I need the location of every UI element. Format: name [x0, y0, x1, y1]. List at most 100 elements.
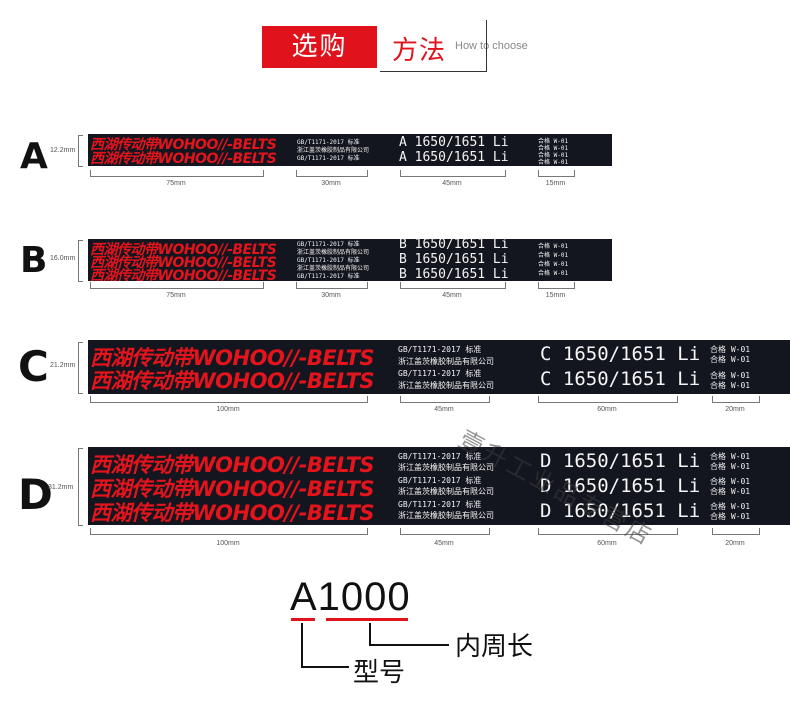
standard-text: GB/T1171-2017 标准 — [297, 273, 360, 280]
dim-bracket — [296, 170, 368, 177]
standard-text: GB/T1171-2017 标准 — [398, 452, 482, 461]
standard-text: GB/T1171-2017 标准 — [297, 241, 360, 248]
height-bracket — [78, 240, 83, 282]
header-title-badge: 选购 — [262, 26, 377, 68]
qc-mark: 合格 W-01 — [538, 261, 569, 268]
dim-bracket — [400, 282, 506, 289]
dim-bracket — [296, 282, 368, 289]
qc-mark: 合格 W-01 — [538, 152, 569, 159]
brand-text: 西湖传动带WOHOO//-BELTS — [90, 151, 277, 166]
belt-code: D 1650/1651 Li — [540, 450, 701, 472]
brand-text: 西湖传动带WOHOO//-BELTS — [90, 369, 375, 393]
standard-text: GB/T1171-2017 标准 — [297, 155, 360, 162]
brand-text: 西湖传动带WOHOO//-BELTS — [90, 346, 375, 370]
length-underline — [326, 618, 408, 621]
dim-bracket — [90, 528, 368, 535]
dim-bracket — [538, 170, 575, 177]
dim-bracket — [400, 170, 506, 177]
type-leader-h — [301, 666, 349, 668]
type-leader-v — [301, 623, 303, 667]
standard-text: GB/T1171-2017 标准 — [398, 500, 482, 509]
qc-mark: 合格 W-01 — [710, 502, 751, 511]
standard-text: GB/T1171-2017 标准 — [398, 476, 482, 485]
brand-text: 西湖传动带WOHOO//-BELTS — [90, 453, 375, 477]
dim-label: 15mm — [545, 180, 566, 187]
qc-mark: 合格 W-01 — [538, 138, 569, 145]
dim-label: 60mm — [597, 406, 617, 413]
qc-mark: 合格 W-01 — [710, 355, 751, 364]
dim-label: 100mm — [216, 406, 240, 413]
qc-mark: 合格 W-01 — [710, 345, 751, 354]
brand-text: 西湖传动带WOHOO//-BELTS — [90, 477, 375, 501]
qc-mark: 合格 W-01 — [710, 512, 751, 521]
qc-mark: 合格 W-01 — [710, 487, 751, 496]
type-underline — [291, 618, 315, 621]
header-subtitle: How to choose — [455, 40, 528, 52]
length-label: 内周长 — [455, 632, 534, 662]
belt-code: B 1650/1651 Li — [399, 252, 509, 267]
dim-label: 15mm — [545, 292, 566, 299]
belt-code: C 1650/1651 Li — [540, 368, 701, 390]
qc-mark: 合格 W-01 — [538, 145, 569, 152]
qc-mark: 合格 W-01 — [538, 243, 569, 250]
dim-bracket — [90, 282, 264, 289]
qc-mark: 合格 W-01 — [710, 452, 751, 461]
standard-text: 浙江盖茨橡胶制品有限公司 — [398, 381, 494, 390]
belt-code: B 1650/1651 Li — [399, 239, 509, 252]
dim-label: 45mm — [442, 180, 462, 187]
belt-code: D 1650/1651 Li — [540, 475, 701, 497]
qc-mark: 合格 W-01 — [538, 159, 569, 166]
belt-strip: 西湖传动带WOHOO//-BELTS 西湖传动带WOHOO//-BELTS 西湖… — [88, 447, 790, 525]
dim-label: 45mm — [434, 406, 454, 413]
dim-label: 30mm — [321, 292, 341, 299]
qc-mark: 合格 W-01 — [710, 381, 751, 390]
dim-label: 45mm — [434, 540, 454, 547]
belt-strip: 西湖传动带WOHOO//-BELTS 西湖传动带WOHOO//-BELTS 西湖… — [88, 239, 612, 281]
row-letter: D — [18, 470, 53, 519]
belt-code: D 1650/1651 Li — [540, 500, 701, 522]
qc-mark: 合格 W-01 — [538, 270, 569, 277]
brand-text: 西湖传动带WOHOO//-BELTS — [90, 501, 375, 525]
type-label: 型号 — [353, 658, 406, 688]
dim-label: 20mm — [725, 406, 745, 413]
belt-code: B 1650/1651 Li — [399, 267, 509, 281]
dim-label: 30mm — [321, 180, 341, 187]
dim-bracket — [90, 396, 368, 403]
dim-bracket — [538, 396, 678, 403]
dim-label: 75mm — [166, 180, 186, 187]
qc-mark: 合格 W-01 — [710, 477, 751, 486]
brand-text: 西湖传动带WOHOO//-BELTS — [90, 255, 277, 271]
height-bracket — [78, 448, 83, 526]
dim-label: 75mm — [166, 292, 186, 299]
dim-label: 60mm — [597, 540, 617, 547]
brand-text: 西湖传动带WOHOO//-BELTS — [90, 242, 277, 258]
standard-text: 浙江盖茨橡胶制品有限公司 — [398, 511, 494, 520]
dim-label: 45mm — [442, 292, 462, 299]
standard-text: GB/T1171-2017 标准 — [297, 257, 360, 264]
standard-text: 浙江盖茨橡胶制品有限公司 — [297, 265, 370, 272]
row-height: 12.2mm — [50, 147, 76, 154]
height-bracket — [78, 135, 83, 167]
brand-text: 西湖传动带WOHOO//-BELTS — [90, 137, 277, 153]
belt-code: A 1650/1651 Li — [399, 150, 509, 165]
brand-text: 西湖传动带WOHOO//-BELTS — [90, 268, 277, 281]
row-letter: C — [18, 342, 49, 391]
dim-bracket — [538, 528, 678, 535]
standard-text: GB/T1171-2017 标准 — [398, 369, 482, 378]
belt-strip: 西湖传动带WOHOO//-BELTS 西湖传动带WOHOO//-BELTS GB… — [88, 340, 790, 394]
dim-bracket — [400, 528, 490, 535]
dim-bracket — [712, 528, 760, 535]
row-height: 16.0mm — [50, 255, 76, 262]
header-title: 方法 — [392, 36, 447, 66]
dim-label: 100mm — [216, 540, 240, 547]
length-leader-h — [369, 644, 449, 646]
row-height: 31.2mm — [48, 484, 74, 491]
model-example: A1000 — [290, 575, 411, 619]
standard-text: GB/T1171-2017 标准 — [297, 139, 360, 146]
standard-text: 浙江盖茨橡胶制品有限公司 — [297, 147, 370, 154]
qc-mark: 合格 W-01 — [710, 462, 751, 471]
header-underline — [380, 71, 487, 72]
header-divider — [486, 20, 487, 72]
dim-label: 20mm — [725, 540, 745, 547]
dim-bracket — [712, 396, 760, 403]
